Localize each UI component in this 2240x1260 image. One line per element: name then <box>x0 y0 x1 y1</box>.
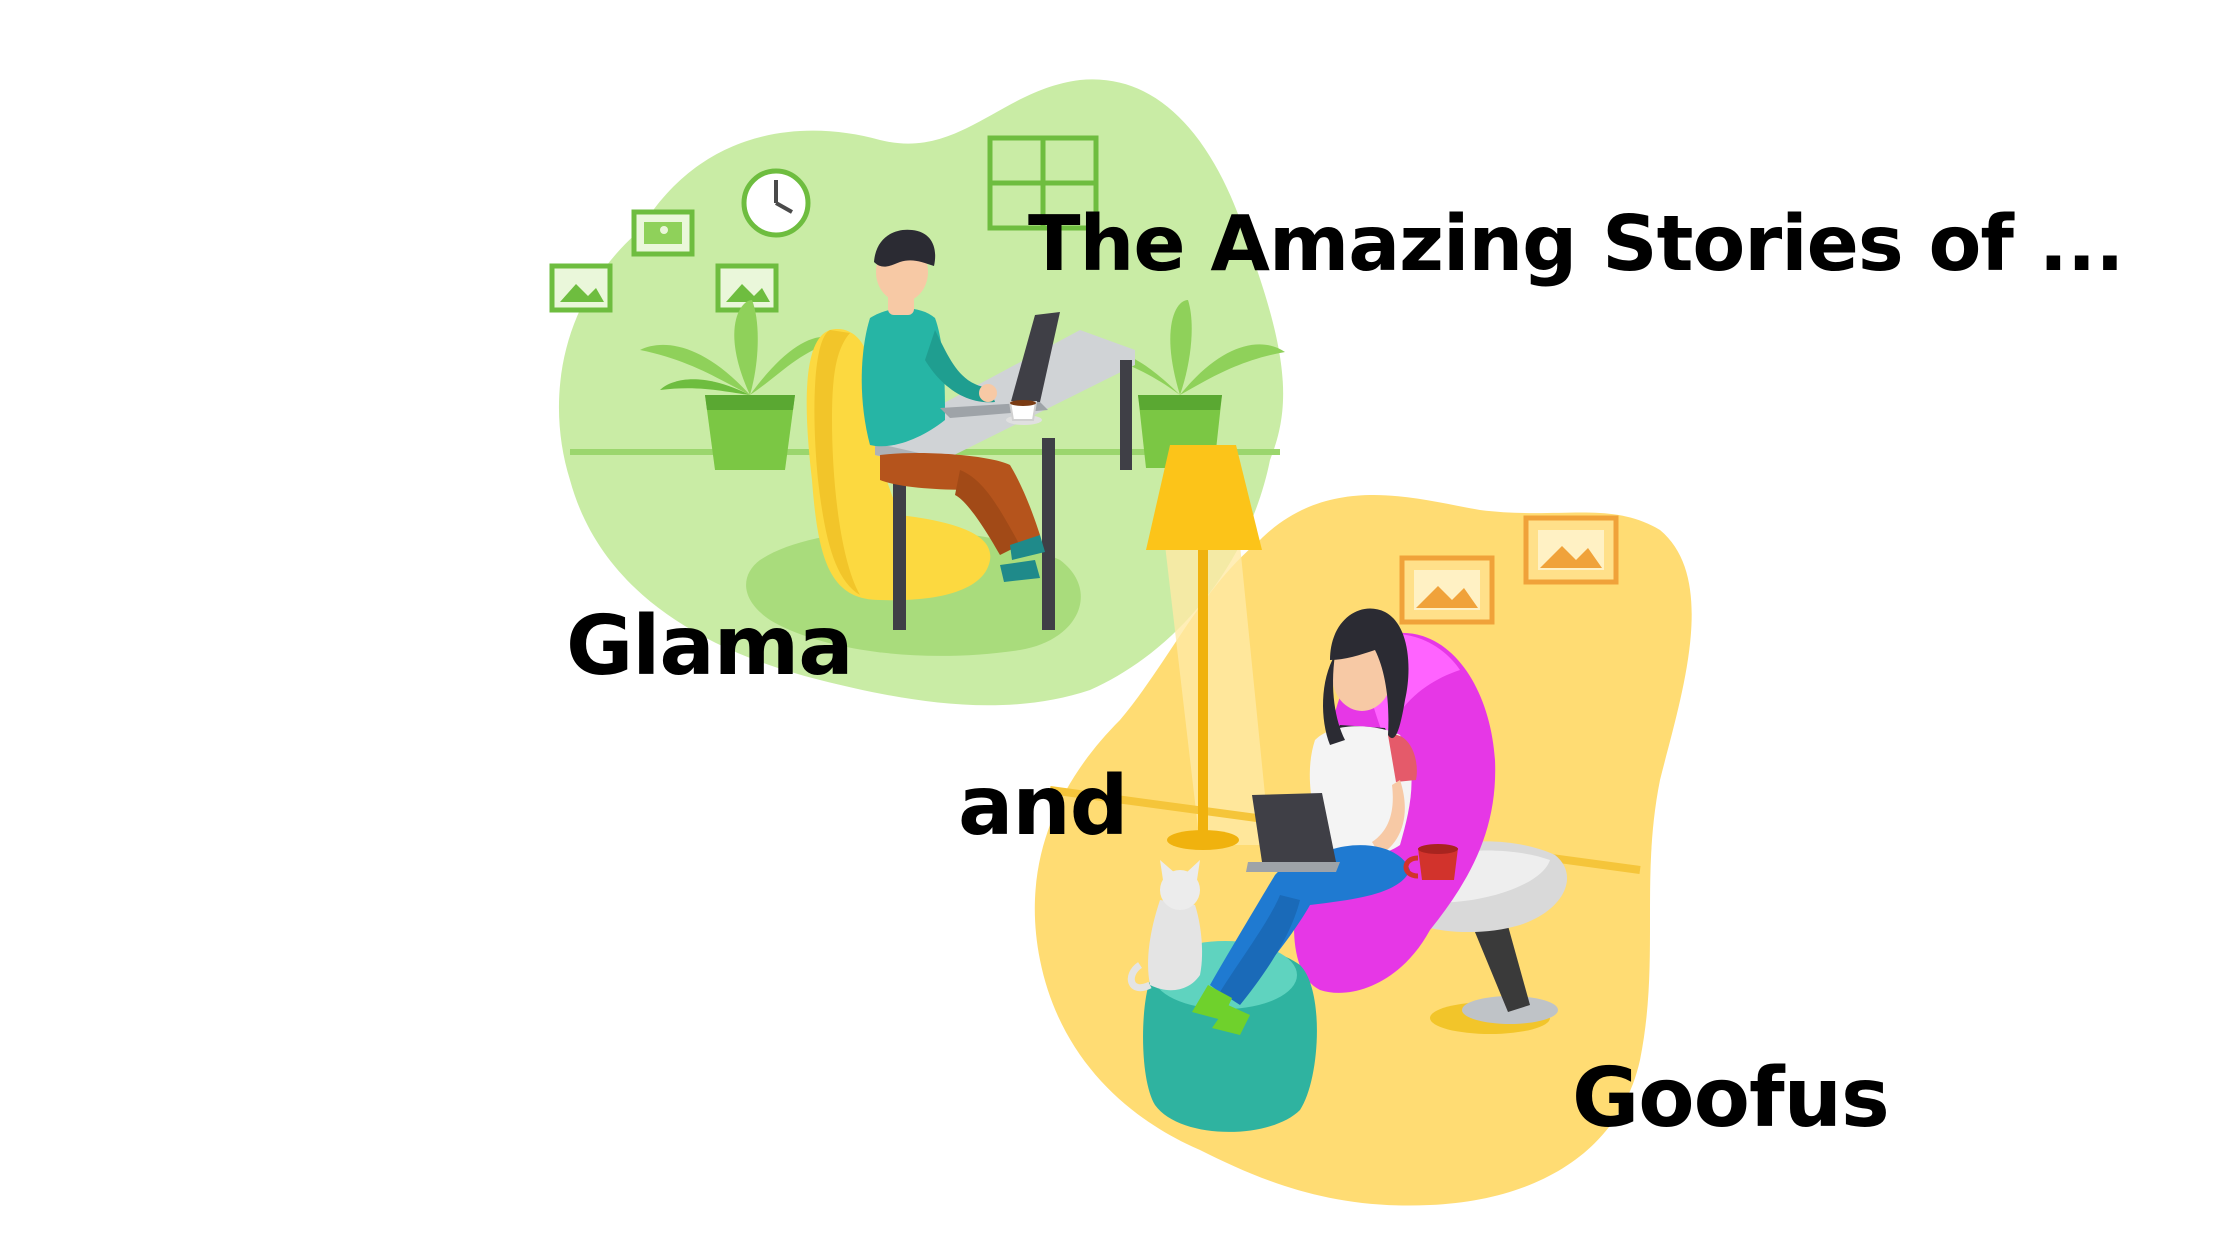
coffee-mug-icon <box>1403 844 1458 880</box>
picture-frame-icon <box>1523 515 1619 585</box>
story-title: The Amazing Stories of ... <box>1028 200 2124 289</box>
lamp-light-cone <box>1165 545 1270 845</box>
man-working-at-desk-illustration <box>549 79 1285 706</box>
window-icon <box>987 135 1099 231</box>
clock-icon <box>741 168 811 238</box>
armchair-icon <box>806 329 991 601</box>
conjunction-text: and <box>958 759 1128 854</box>
character-name-goofus: Goofus <box>1572 1051 1890 1146</box>
woman-figure <box>1192 608 1417 1035</box>
laptop-icon <box>1246 793 1340 872</box>
picture-frame-icon <box>549 263 613 313</box>
picture-frame-icon <box>631 209 695 257</box>
cat-icon <box>1127 860 1203 991</box>
floor-lamp-icon <box>1146 445 1262 850</box>
picture-frame-icon <box>1399 555 1495 625</box>
woman-with-laptop-in-armchair-illustration <box>1034 445 1692 1206</box>
character-name-glama: Glama <box>566 599 854 694</box>
man-figure <box>861 229 1045 582</box>
coffee-cup-icon <box>1006 400 1042 425</box>
